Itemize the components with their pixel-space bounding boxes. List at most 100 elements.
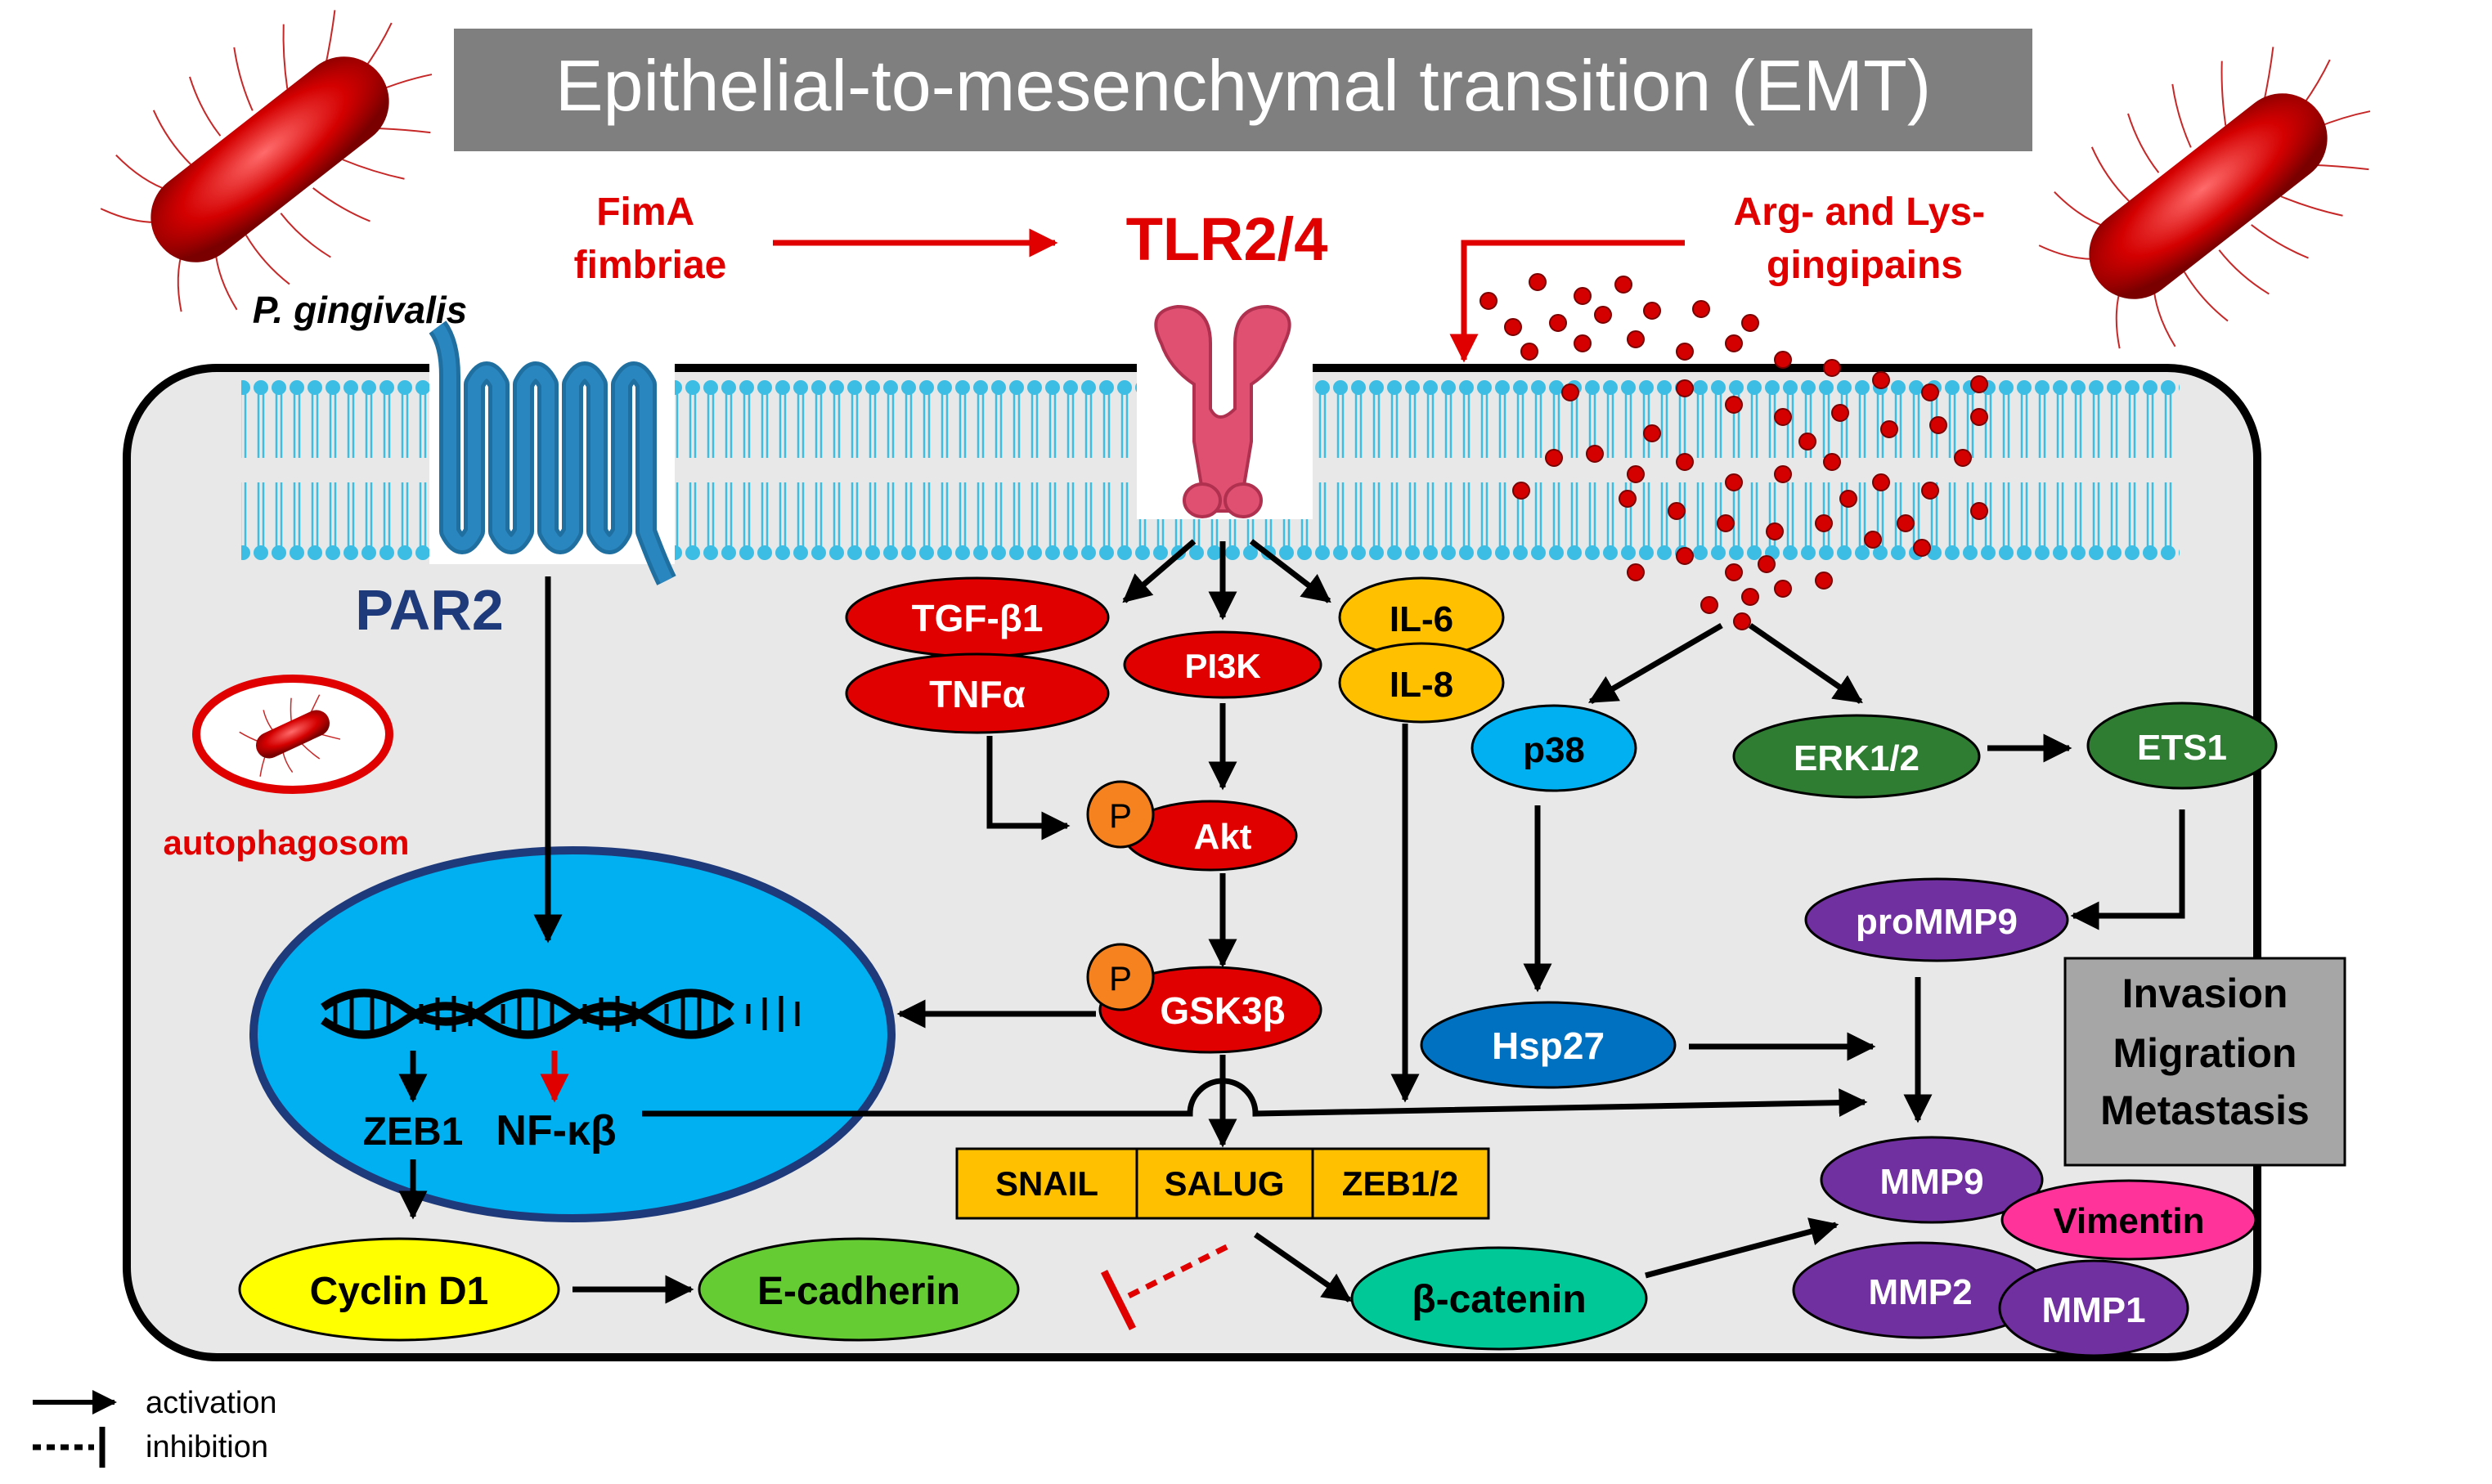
- autophagosome-label: autophagosom: [164, 823, 410, 862]
- gingipain-dot: [1512, 482, 1530, 500]
- nucleus: [249, 846, 896, 1222]
- salug-label: SALUG: [1165, 1164, 1285, 1203]
- tlr-to-tgf-arrow: [1122, 539, 1197, 603]
- gingipain-dot: [1676, 453, 1694, 471]
- gingipain-dot: [1619, 490, 1637, 508]
- gingipain-dot: [1627, 330, 1645, 348]
- gingipain-dot: [1561, 383, 1579, 401]
- ets1-node: [2086, 702, 2278, 790]
- gingipain-dot: [1676, 379, 1694, 397]
- gingipain-dot: [1897, 514, 1915, 532]
- transcription-factor-bar: SNAIL SALUG ZEB1/2: [955, 1147, 1490, 1220]
- gingipain-dot: [1872, 371, 1890, 389]
- gingipain-dot: [1954, 449, 1972, 467]
- gingipain-dot: [1831, 404, 1849, 422]
- gingipain-dot: [1741, 588, 1759, 606]
- mmp1-label: MMP1: [2041, 1290, 2145, 1330]
- il8-node: [1338, 642, 1505, 724]
- gingipain-dot: [1643, 302, 1661, 320]
- salug-to-bcat-arrow: [1254, 1232, 1352, 1302]
- ecad-label: E-cadherin: [757, 1270, 960, 1313]
- gingipain-dot: [1864, 531, 1882, 549]
- gingipain-dot: [1479, 292, 1497, 310]
- gsk-phospho-node: [1086, 943, 1155, 1011]
- legend-activation-label: activation: [146, 1386, 277, 1420]
- gingipain-dot: [1815, 572, 1833, 590]
- hsp27-node: [1420, 1001, 1677, 1089]
- gingipain-dot: [1872, 473, 1890, 491]
- gingipain-dot: [1774, 351, 1792, 369]
- gingipain-dot: [1774, 580, 1792, 598]
- outcome-box: Invasion Migration Metastasis: [2063, 957, 2346, 1167]
- tlr-to-il6-arrow: [1249, 539, 1331, 603]
- nfkb-to-invasion-arrow: [642, 1078, 1868, 1118]
- par2-receptor-icon: [429, 321, 676, 585]
- bcat-label: β-catenin: [1412, 1278, 1586, 1321]
- gingipain-dot: [1921, 482, 1939, 500]
- autophagosome-icon: [192, 675, 393, 794]
- legend-inhibition-label: inhibition: [146, 1430, 268, 1464]
- gingipains-to-erk-arrow: [1749, 623, 1863, 704]
- tnf-to-akt-arrow: [986, 736, 1071, 841]
- gingipains-arrow: [1449, 240, 1685, 363]
- gingipain-dot: [1823, 359, 1841, 377]
- gingipain-dot: [1970, 502, 1988, 520]
- outcome-invasion: Invasion: [2122, 971, 2288, 1016]
- gsk3b-label: GSK3β: [1160, 989, 1285, 1032]
- tgf-label: TGF-β1: [912, 597, 1044, 639]
- gsk-phospho-label: P: [1109, 959, 1132, 998]
- gingipain-dot: [1549, 314, 1567, 332]
- gingipain-dot: [1725, 473, 1743, 491]
- gingipain-dot: [1692, 300, 1710, 318]
- vimentin-node: [2000, 1179, 2257, 1261]
- erk-node: [1732, 714, 1981, 799]
- bcat-to-mmp9-arrow: [1645, 1217, 1839, 1279]
- prommp9-node: [1804, 877, 2069, 962]
- gingipain-dot: [1668, 502, 1686, 520]
- il8-label: IL-8: [1390, 665, 1453, 705]
- erk-label: ERK1/2: [1794, 738, 1920, 778]
- gingipains-to-p38-arrow: [1587, 622, 1723, 705]
- tnf-node: [845, 652, 1110, 734]
- cyclin-node: [238, 1237, 560, 1342]
- mmp1-node: [1998, 1259, 2189, 1357]
- hsp27-label: Hsp27: [1492, 1024, 1605, 1067]
- tlr-receptor-icon: [1137, 304, 1313, 519]
- mmp2-label: MMP2: [1868, 1272, 1972, 1312]
- gingipain-dot: [1913, 539, 1931, 557]
- vimentin-label: Vimentin: [2053, 1201, 2204, 1241]
- gingipain-dot: [1839, 490, 1857, 508]
- gingipain-dot: [1676, 343, 1694, 361]
- gingipain-dot: [1766, 522, 1784, 540]
- gsk3b-node: [1098, 966, 1322, 1054]
- gingipain-dot: [1774, 465, 1792, 483]
- gingipain-dot: [1741, 314, 1759, 332]
- fima-label: FimA fimbriae: [574, 191, 727, 287]
- gingipain-dot: [1627, 465, 1645, 483]
- outcome-metastasis: Metastasis: [2100, 1087, 2310, 1133]
- p38-label: p38: [1523, 730, 1585, 770]
- legend: activation inhibition: [33, 1386, 277, 1468]
- mmp9-node: [1820, 1136, 2044, 1224]
- gingipain-dot: [1725, 396, 1743, 414]
- gingipain-dot: [1929, 416, 1947, 434]
- akt-phospho-node: [1086, 780, 1155, 849]
- snail-label: SNAIL: [995, 1164, 1098, 1203]
- gingipain-dot: [1586, 445, 1604, 463]
- bcat-node: [1350, 1246, 1648, 1351]
- gingipain-dot: [1504, 318, 1522, 336]
- bacterium-label: P. gingivalis: [253, 289, 467, 331]
- ets1-to-prommp9-arrow: [2070, 809, 2185, 930]
- gingipain-dot: [1529, 273, 1547, 291]
- tnf-label: TNFα: [929, 673, 1026, 715]
- gingipain-dot: [1594, 306, 1612, 324]
- gingipain-particles: [1479, 273, 1988, 630]
- gingipain-dot: [1717, 514, 1735, 532]
- gingipain-dot: [1574, 287, 1592, 305]
- il6-label: IL-6: [1390, 599, 1453, 639]
- ets1-label: ETS1: [2137, 728, 2227, 768]
- gingipain-dot: [1614, 276, 1632, 294]
- akt-phospho-label: P: [1109, 796, 1132, 835]
- gingipain-dot: [1774, 408, 1792, 426]
- pi3k-label: PI3K: [1184, 647, 1260, 685]
